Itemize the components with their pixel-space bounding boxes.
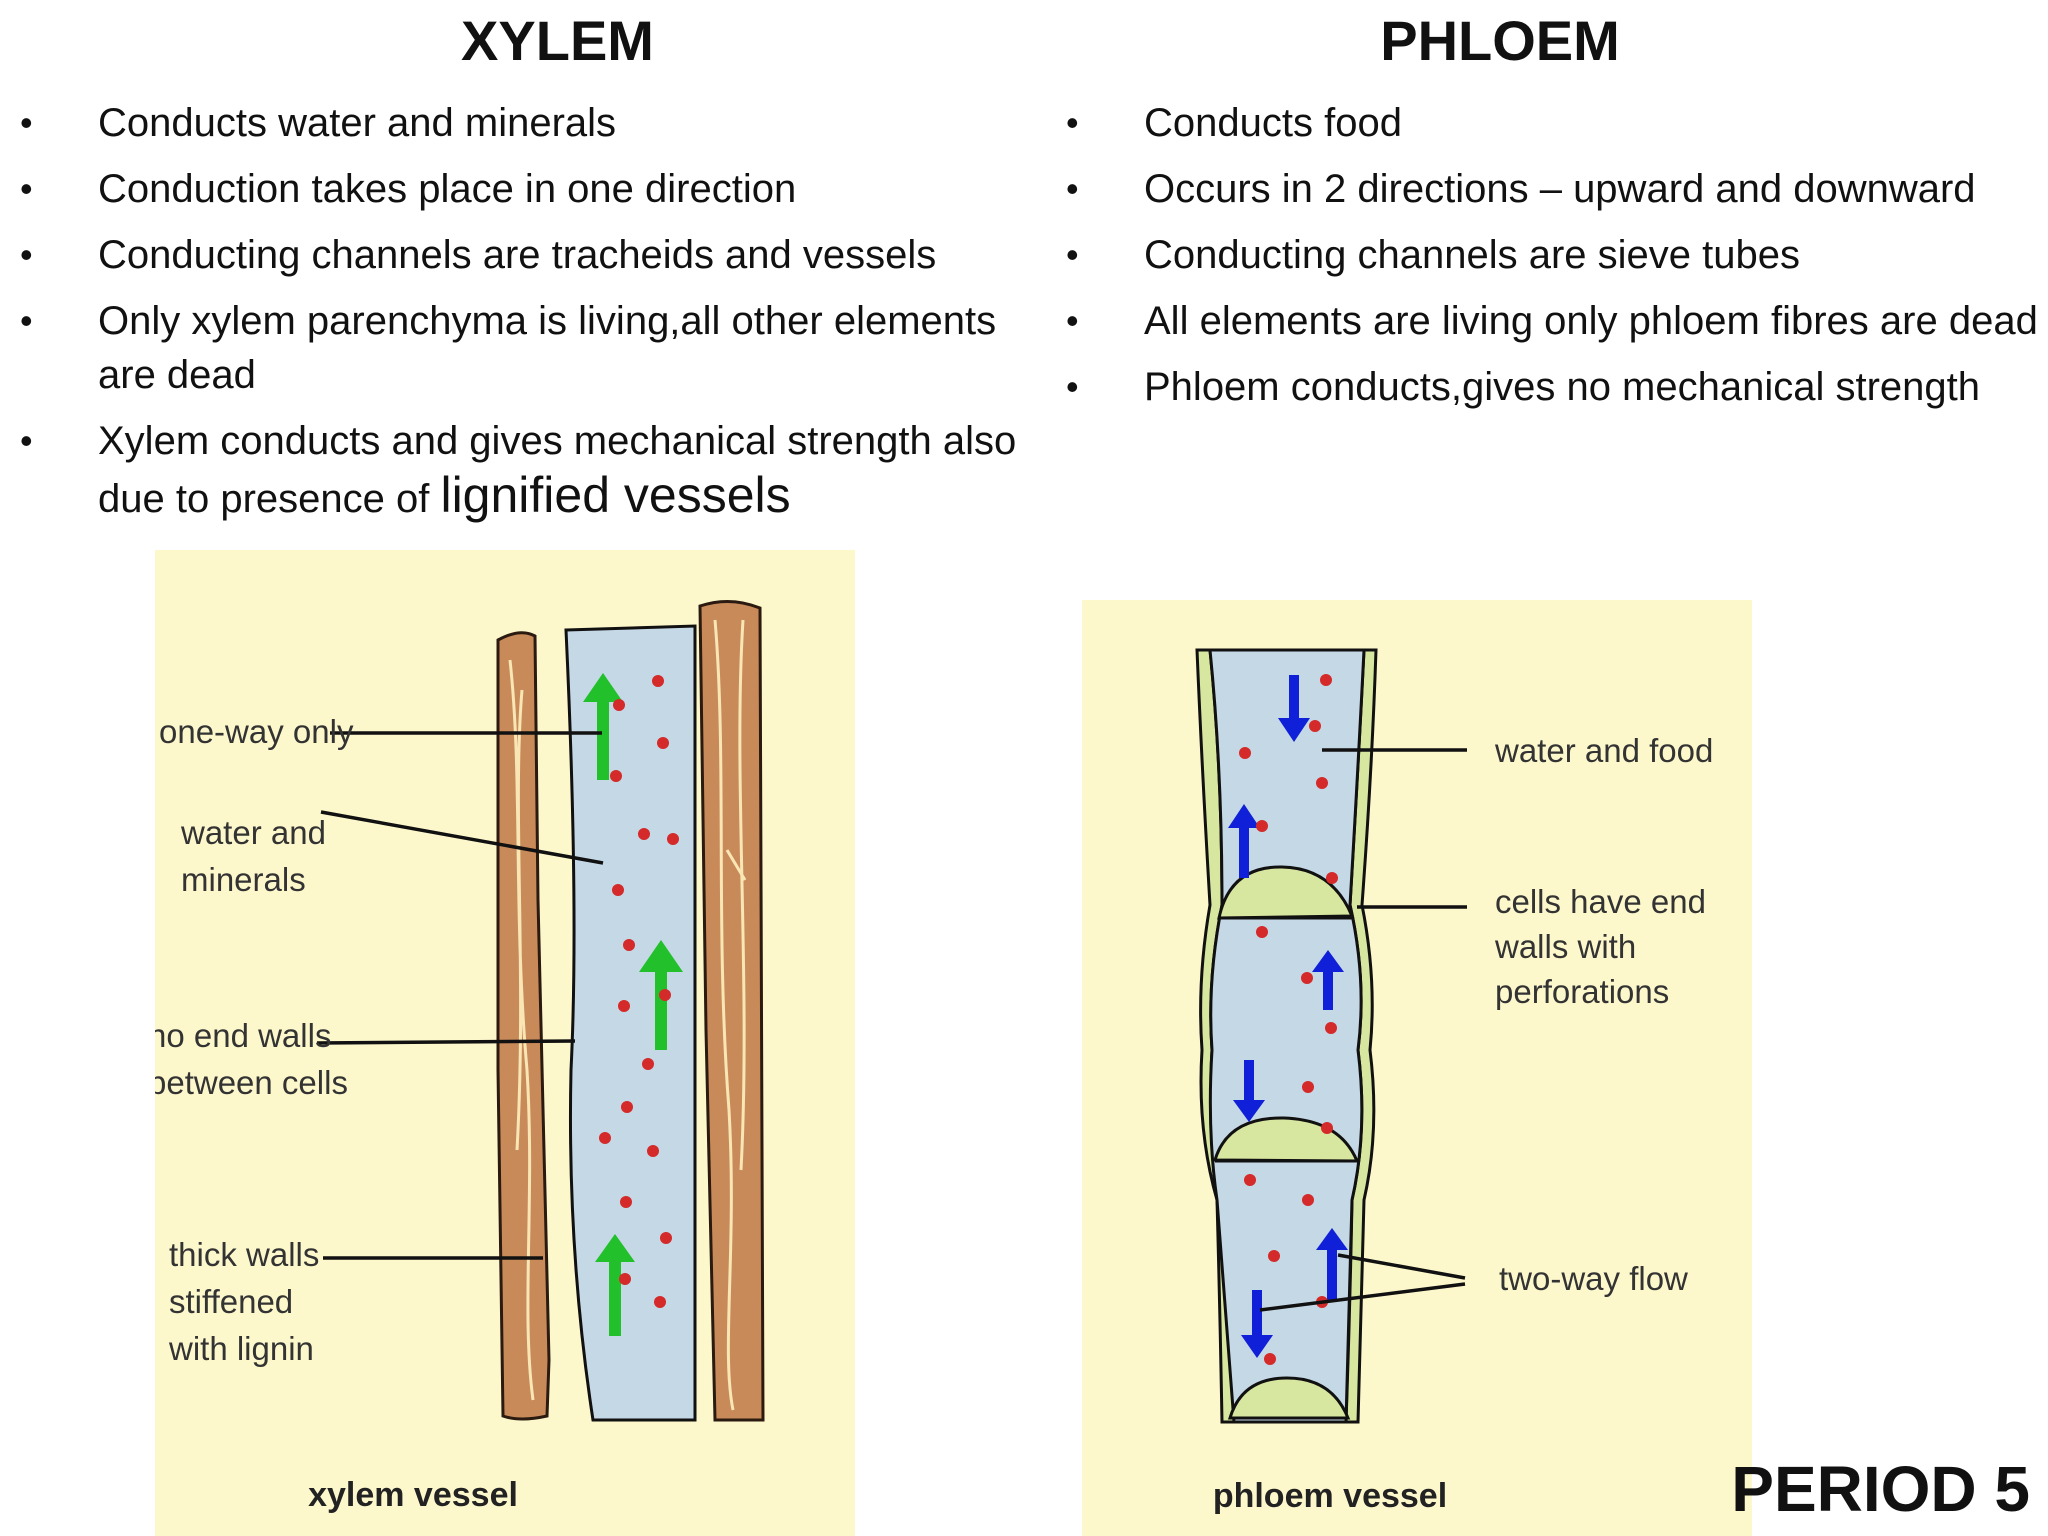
xylem-point-text: Conducting channels are tracheids and ve… [98,233,937,277]
phloem-title: PHLOEM [1380,9,1620,72]
phloem-point: Conducting channels are sieve tubes [1066,228,2046,282]
label-water-and-minerals: water and [180,814,326,851]
phloem-flow-arrows [1228,675,1348,1358]
xylem-point: Xylem conducts and gives mechanical stre… [20,414,1020,526]
period-label: PERIOD 5 [1731,1453,2030,1525]
phloem-point: Conducts food [1066,96,2046,150]
phloem-sieve-plate [1227,1376,1351,1420]
phloem-point-text: All elements are living only phloem fibr… [1144,299,2038,343]
phloem-leader-lines [1259,748,1467,1312]
xylem-point-text: Only xylem parenchyma is living,all othe… [98,299,997,397]
label-two-way-flow: two-way flow [1499,1260,1688,1297]
phloem-point-text: Occurs in 2 directions – upward and down… [1144,167,1976,211]
label-water-and-food: water and food [1494,732,1713,769]
label-cells-have-end-walls: walls with [1494,928,1636,965]
xylem-point-text: Xylem conducts and gives mechanical stre… [98,419,1017,521]
xylem-point-text: Conducts water and minerals [98,101,617,145]
phloem-point-text: Conducts food [1144,101,1402,145]
phloem-point-text: Phloem conducts,gives no mechanical stre… [1144,365,1981,409]
label-cells-have-end-walls: cells have end [1495,883,1706,920]
xylem-vessel-caption: xylem vessel [308,1476,518,1514]
label-no-end-walls: between cells [155,1064,348,1101]
xylem-upward-arrow [595,1234,635,1336]
xylem-title: XYLEM [461,9,654,72]
phloem-point-text: Conducting channels are sieve tubes [1144,233,1800,277]
xylem-point: Only xylem parenchyma is living,all othe… [20,294,1020,402]
xylem-vessel-lumen [564,624,697,1422]
phloem-point: Phloem conducts,gives no mechanical stre… [1066,360,2046,414]
xylem-point: Conducts water and minerals [20,96,1020,150]
xylem-diagram: one-way only water and minerals no end w… [155,550,855,1536]
xylem-wood-grain [508,659,535,1401]
label-cells-have-end-walls: perforations [1495,973,1669,1010]
xylem-points-list: Conducts water and minerals Conduction t… [20,96,1020,538]
xylem-wood-grain [713,619,747,1411]
phloem-point: Occurs in 2 directions – upward and down… [1066,162,2046,216]
label-no-end-walls: no end walls [155,1017,331,1054]
phloem-panel-background [1082,600,1752,1536]
xylem-leader-lines [316,731,604,1260]
label-thick-walls: with lignin [168,1330,314,1367]
phloem-vessel-caption: phloem vessel [1213,1477,1447,1515]
phloem-sieve-plate [1217,865,1355,920]
label-one-way-only: one-way only [159,713,354,750]
xylem-diagram-panel: one-way only water and minerals no end w… [155,550,855,1536]
label-water-and-minerals: minerals [181,861,306,898]
xylem-point-text: Conduction takes place in one direction [98,167,797,211]
xylem-point: Conduction takes place in one direction [20,162,1020,216]
phloem-points-list: Conducts food Occurs in 2 directions – u… [1066,96,2046,426]
xylem-right-wall [698,600,765,1422]
label-thick-walls: thick walls [169,1236,319,1273]
lignified-vessels-emphasis: lignified vessels [440,467,791,523]
xylem-upward-arrow [583,673,623,780]
xylem-mineral-dots [599,675,679,1308]
phloem-point: All elements are living only phloem fibr… [1066,294,2046,348]
phloem-diagram-panel: water and food cells have end walls with… [1082,600,1752,1536]
label-thick-walls: stiffened [169,1283,293,1320]
phloem-diagram: water and food cells have end walls with… [1082,600,1752,1536]
xylem-point: Conducting channels are tracheids and ve… [20,228,1020,282]
